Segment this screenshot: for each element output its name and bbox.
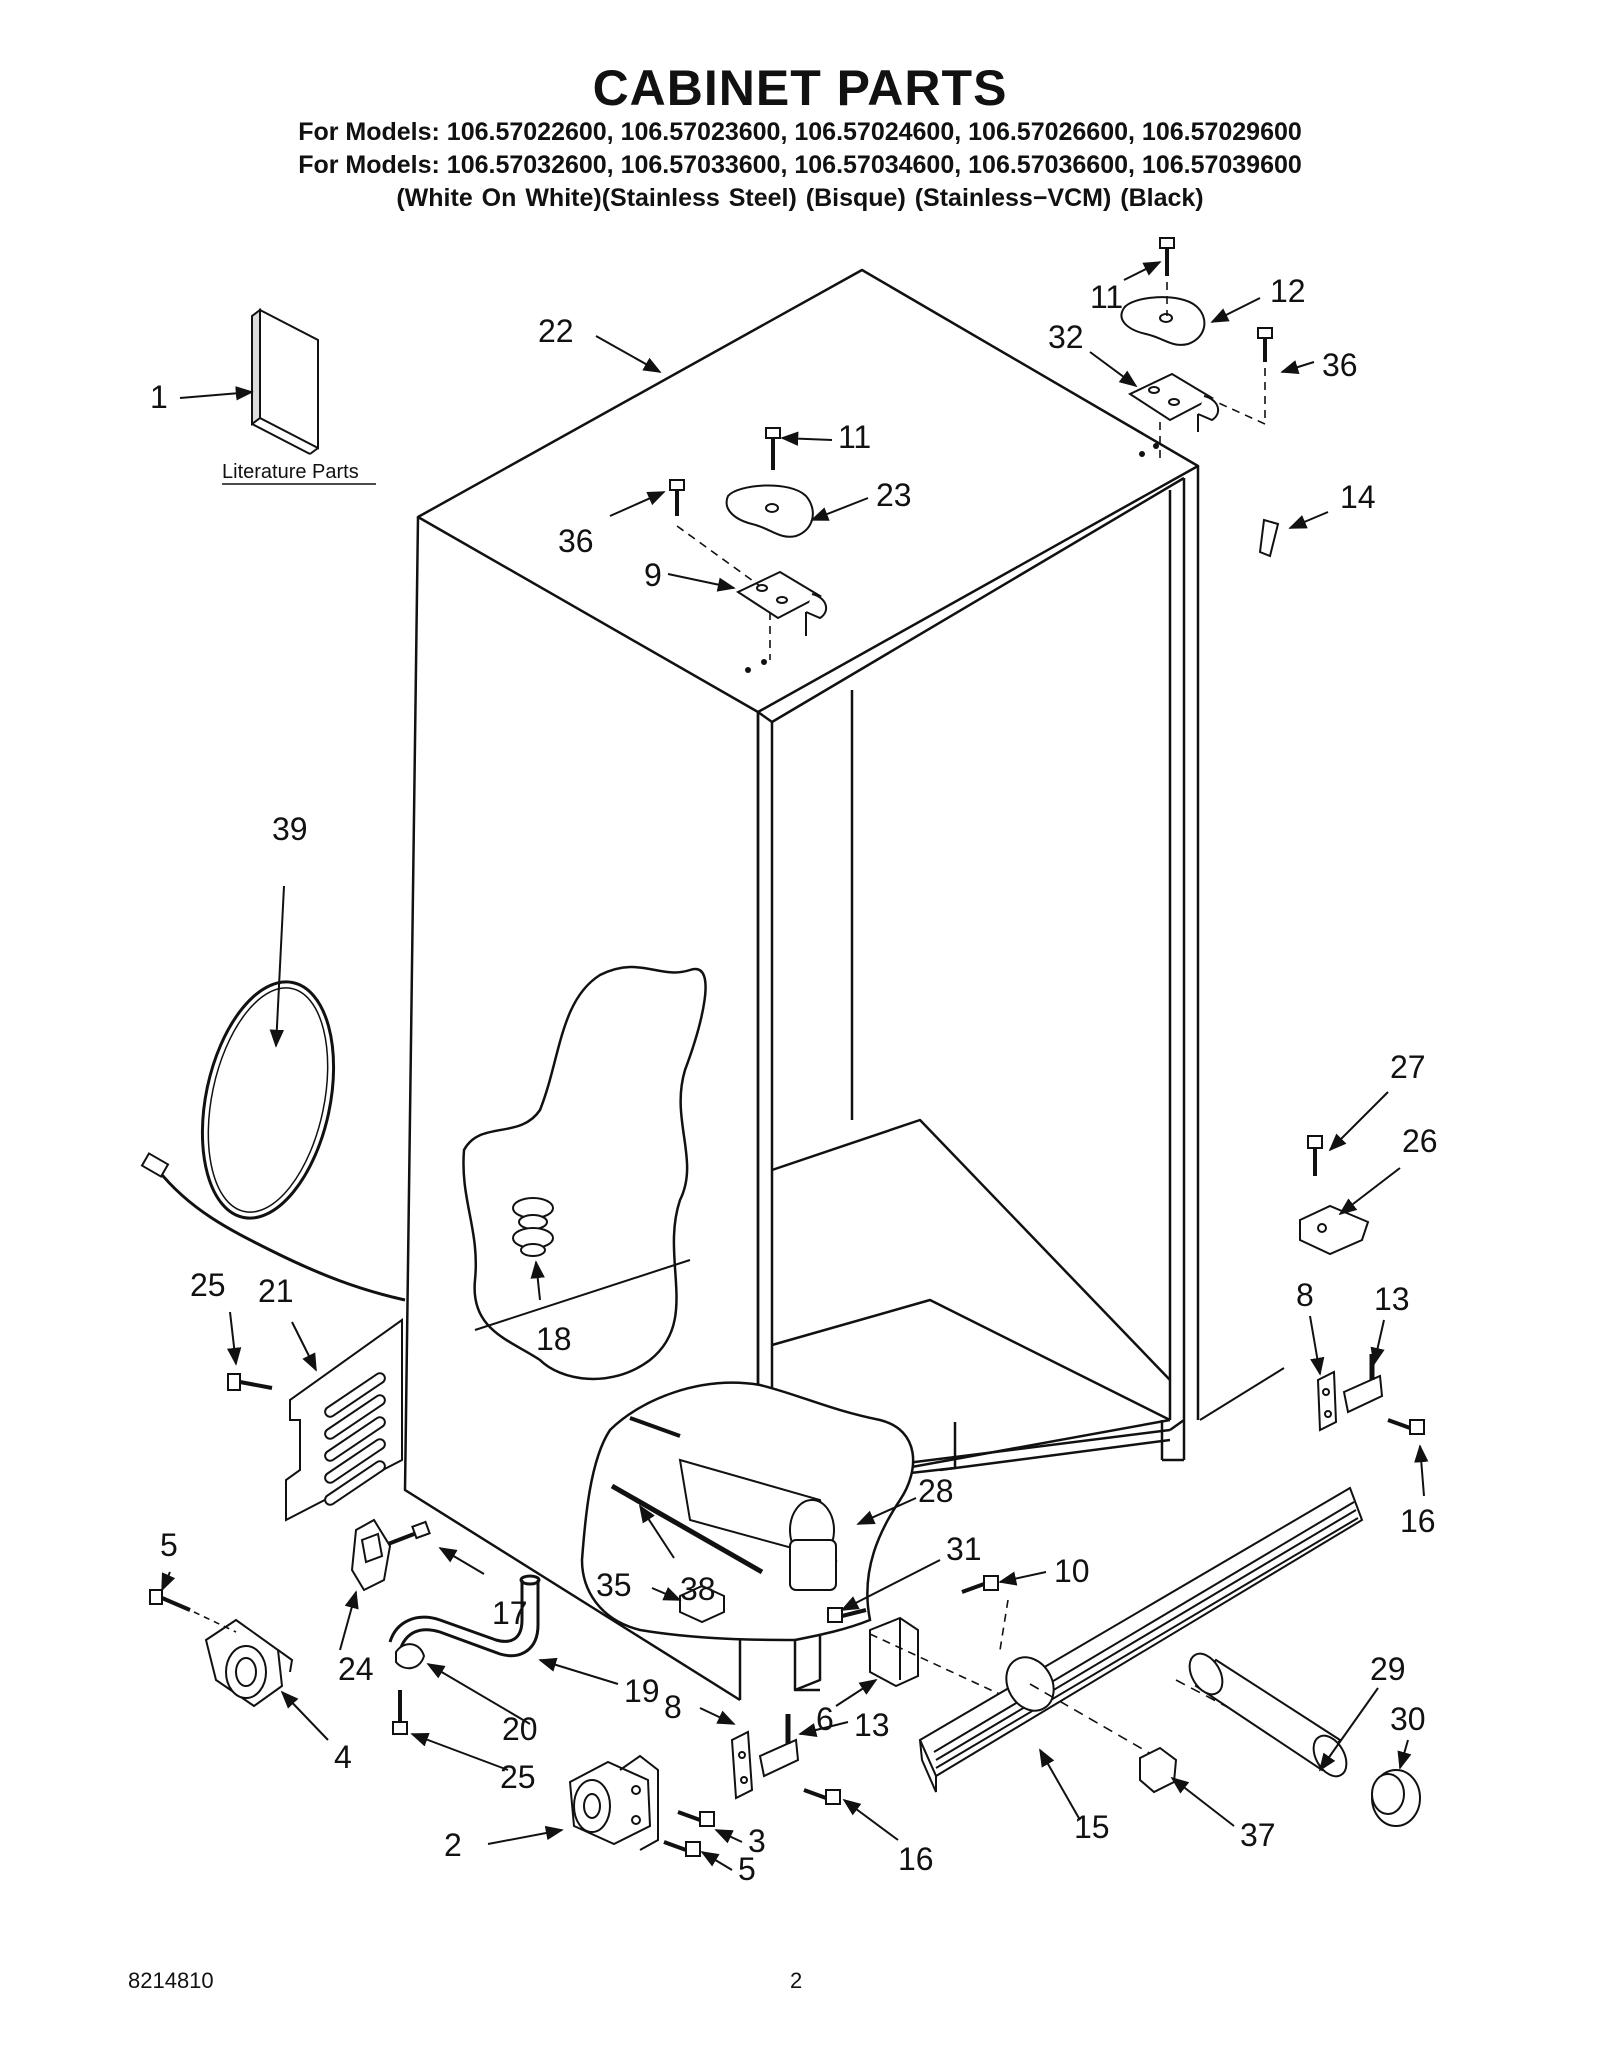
hinge-pin-bottom-right-13 (1342, 1354, 1384, 1414)
callout-27: 27 (1390, 1049, 1426, 1085)
hinge-bracket-right (1127, 372, 1220, 432)
cabinet-shell (403, 268, 1200, 1702)
callout-24: 24 (338, 1651, 374, 1687)
callout-12: 12 (1270, 273, 1306, 309)
leader-arrows (161, 261, 1429, 1871)
callout-39: 39 (272, 811, 308, 847)
callout-11-left: 11 (838, 419, 871, 455)
screw-right-hinge-side (1257, 327, 1273, 362)
clamp-part-20 (395, 1643, 426, 1670)
callout-36-right: 36 (1322, 347, 1358, 383)
callout-23: 23 (876, 477, 912, 513)
literature-booklet (251, 308, 319, 455)
hinge-cover-right (1120, 296, 1206, 346)
callout-35: 35 (596, 1567, 632, 1603)
callout-31: 31 (946, 1531, 982, 1567)
callout-2: 2 (444, 1827, 462, 1863)
callout-4: 4 (334, 1739, 352, 1775)
callout-11-right: 11 (1090, 279, 1123, 315)
cabinet-top-holes (745, 443, 1159, 673)
screw-left-hinge-top (765, 427, 781, 470)
screw-right-hinge-top (1159, 237, 1175, 276)
callout-21: 21 (258, 1273, 294, 1309)
screw-part-17 (387, 1520, 431, 1546)
hinge-pin-bottom-left-13 (758, 1714, 800, 1778)
roller-part-2 (568, 1754, 659, 1851)
model-list-line-1: For Models: 106.57022600, 106.57023600, … (298, 118, 1302, 146)
rear-access-panel (285, 1318, 403, 1522)
hinge-bracket-bottom-right-8 (1316, 1370, 1338, 1432)
screw-bottom-left-16 (803, 1788, 841, 1805)
finish-list: (White On White)(Stainless Steel) (Bisqu… (396, 184, 1204, 212)
callout-10: 10 (1054, 1553, 1090, 1589)
callout-6: 6 (816, 1701, 834, 1737)
callout-5-right: 5 (738, 1851, 756, 1887)
callout-20: 20 (502, 1711, 538, 1747)
bracket-part-24 (350, 1518, 392, 1592)
callout-32: 32 (1048, 319, 1084, 355)
callout-16-left: 16 (898, 1841, 934, 1877)
callout-13-right: 13 (1374, 1281, 1410, 1317)
callout-8-right: 8 (1296, 1277, 1314, 1313)
screw-bottom-right-16 (1387, 1418, 1425, 1435)
screw-part-25-lower (392, 1690, 408, 1735)
screw-part-3 (677, 1810, 715, 1827)
bracket-part-26 (1299, 1204, 1370, 1256)
callout-25-lower: 25 (500, 1759, 536, 1795)
callout-19: 19 (624, 1673, 660, 1709)
screw-left-hinge-side (669, 479, 685, 516)
callout-17: 17 (492, 1595, 528, 1631)
model-list-line-2: For Models: 106.57032600, 106.57033600, … (298, 151, 1302, 179)
bypass-plug-part-37 (1139, 1746, 1178, 1794)
bracket-part-6 (869, 1616, 919, 1688)
filter-cap-part-30 (1371, 1769, 1421, 1827)
callout-14: 14 (1340, 479, 1376, 515)
hinge-cover-left (725, 484, 814, 538)
callout-15: 15 (1074, 1809, 1110, 1845)
callout-29: 29 (1370, 1651, 1406, 1687)
document-part-number: 8214810 (128, 1968, 214, 1993)
callout-18: 18 (536, 1321, 572, 1357)
callout-13-left: 13 (854, 1707, 890, 1743)
callout-30: 30 (1390, 1701, 1426, 1737)
screw-part-10 (961, 1575, 999, 1594)
page-title: CABINET PARTS (592, 60, 1008, 116)
drain-grommet (512, 1197, 554, 1257)
callout-labels: 1 22 11 12 32 36 14 11 23 36 9 39 18 25 … (150, 273, 1438, 1887)
callout-1: 1 (150, 379, 168, 415)
screw-part-31 (827, 1607, 867, 1623)
screw-part-27 (1307, 1135, 1323, 1176)
page-header: CABINET PARTS For Models: 106.57022600, … (0, 60, 1600, 215)
hinge-bracket-left (735, 570, 828, 636)
screw-rear-panel (227, 1373, 273, 1391)
callout-8-left: 8 (664, 1689, 682, 1725)
callout-26: 26 (1402, 1123, 1438, 1159)
drain-tube-part-19 (388, 1574, 541, 1658)
callout-36-left: 36 (558, 523, 594, 559)
callout-28: 28 (918, 1473, 954, 1509)
cutaway-left-compartment (462, 965, 707, 1381)
water-line-coil (140, 980, 406, 1302)
page-number: 2 (790, 1968, 803, 1993)
callout-5-left: 5 (160, 1527, 178, 1563)
callout-9: 9 (644, 557, 662, 593)
callout-16-right: 16 (1400, 1503, 1436, 1539)
callout-37: 37 (1240, 1817, 1276, 1853)
callout-38: 38 (680, 1571, 716, 1607)
roller-part-4 (204, 1618, 294, 1708)
clip-part (1258, 518, 1280, 558)
fill-tube-assembly (610, 1416, 838, 1591)
callout-22: 22 (538, 313, 574, 349)
callout-25-upper: 25 (190, 1267, 226, 1303)
insert-part-35 (679, 1584, 725, 1624)
water-filter-part-29 (1188, 1652, 1348, 1778)
screw-part-5-left (149, 1589, 191, 1612)
hinge-bracket-bottom-left-8 (730, 1730, 754, 1800)
callout-3: 3 (748, 1823, 766, 1859)
literature-caption: Literature Parts (222, 461, 359, 483)
screw-part-5-right (663, 1840, 701, 1857)
